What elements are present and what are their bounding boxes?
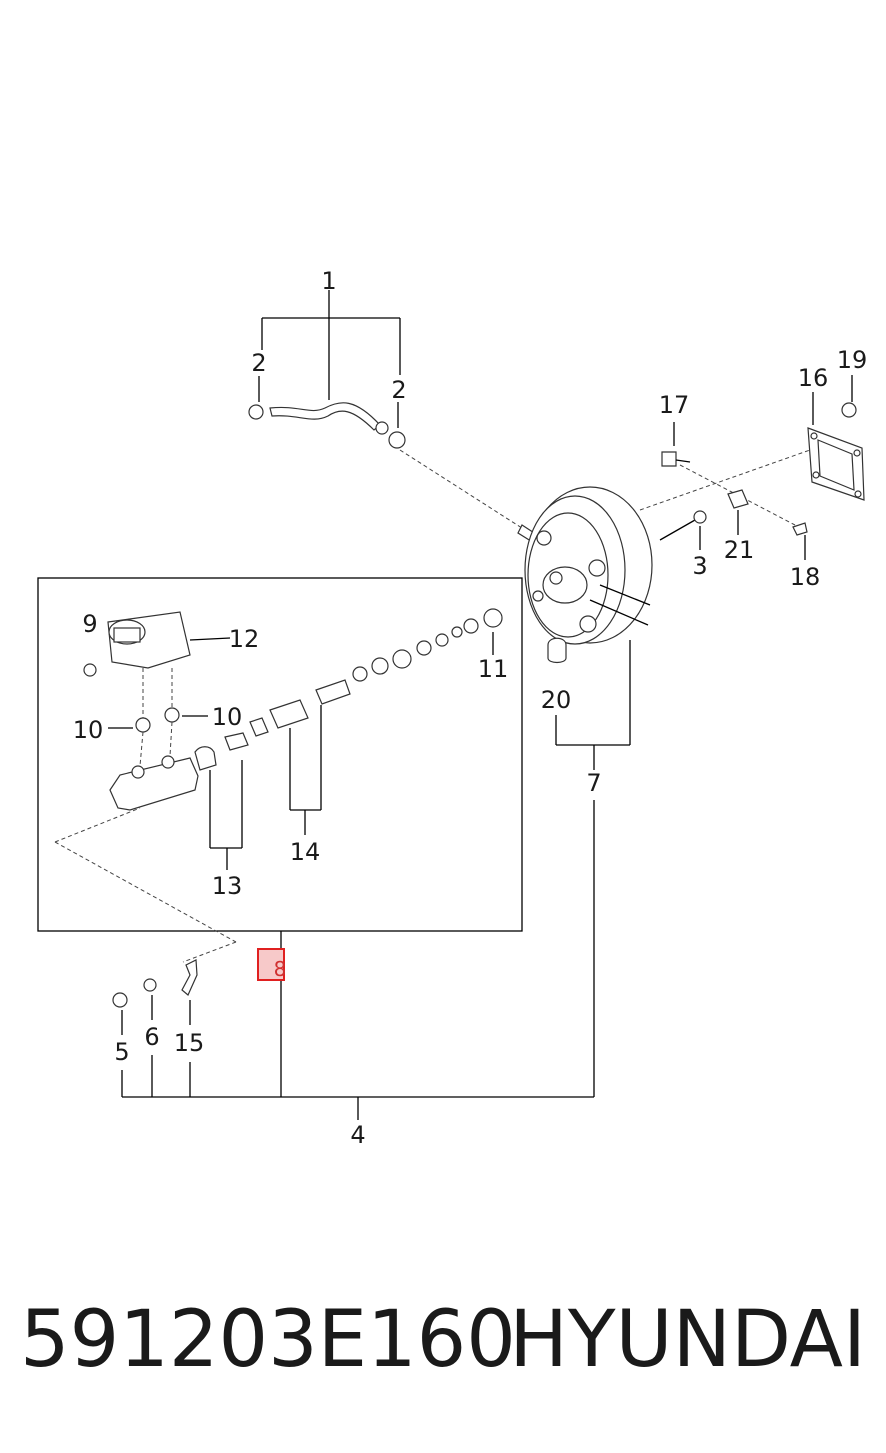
brake-booster — [524, 375, 865, 770]
callout-10-right: 10 — [212, 703, 243, 731]
callout-8: 8 — [274, 957, 287, 981]
vacuum-hose-assembly — [248, 290, 546, 549]
callout-2-left: 2 — [251, 349, 266, 377]
callout-19: 19 — [837, 346, 868, 374]
callout-17: 17 — [659, 391, 690, 419]
callout-14: 14 — [290, 838, 321, 866]
callout-5: 5 — [114, 1038, 129, 1066]
callout-3: 3 — [692, 552, 707, 580]
callout-15: 15 — [174, 1029, 205, 1057]
callout-20: 20 — [541, 686, 572, 714]
callout-10-left: 10 — [73, 716, 104, 744]
callout-12: 12 — [229, 625, 260, 653]
highlight-box-part-8 — [257, 948, 285, 981]
callout-2-right: 2 — [391, 376, 406, 404]
callout-1: 1 — [321, 267, 336, 295]
callout-9: 9 — [82, 610, 97, 638]
part-number: 591203E160 — [20, 1295, 516, 1385]
callout-21: 21 — [724, 536, 755, 564]
callout-18: 18 — [790, 563, 821, 591]
callout-7: 7 — [586, 769, 601, 797]
callout-4: 4 — [350, 1121, 365, 1149]
callout-6: 6 — [144, 1023, 159, 1051]
callout-11: 11 — [478, 655, 509, 683]
callout-13: 13 — [212, 872, 243, 900]
brand-name: HYUNDAI — [509, 1295, 866, 1385]
master-cylinder-box — [37, 577, 523, 963]
bottom-hardware — [112, 800, 595, 1120]
callout-16: 16 — [798, 364, 829, 392]
